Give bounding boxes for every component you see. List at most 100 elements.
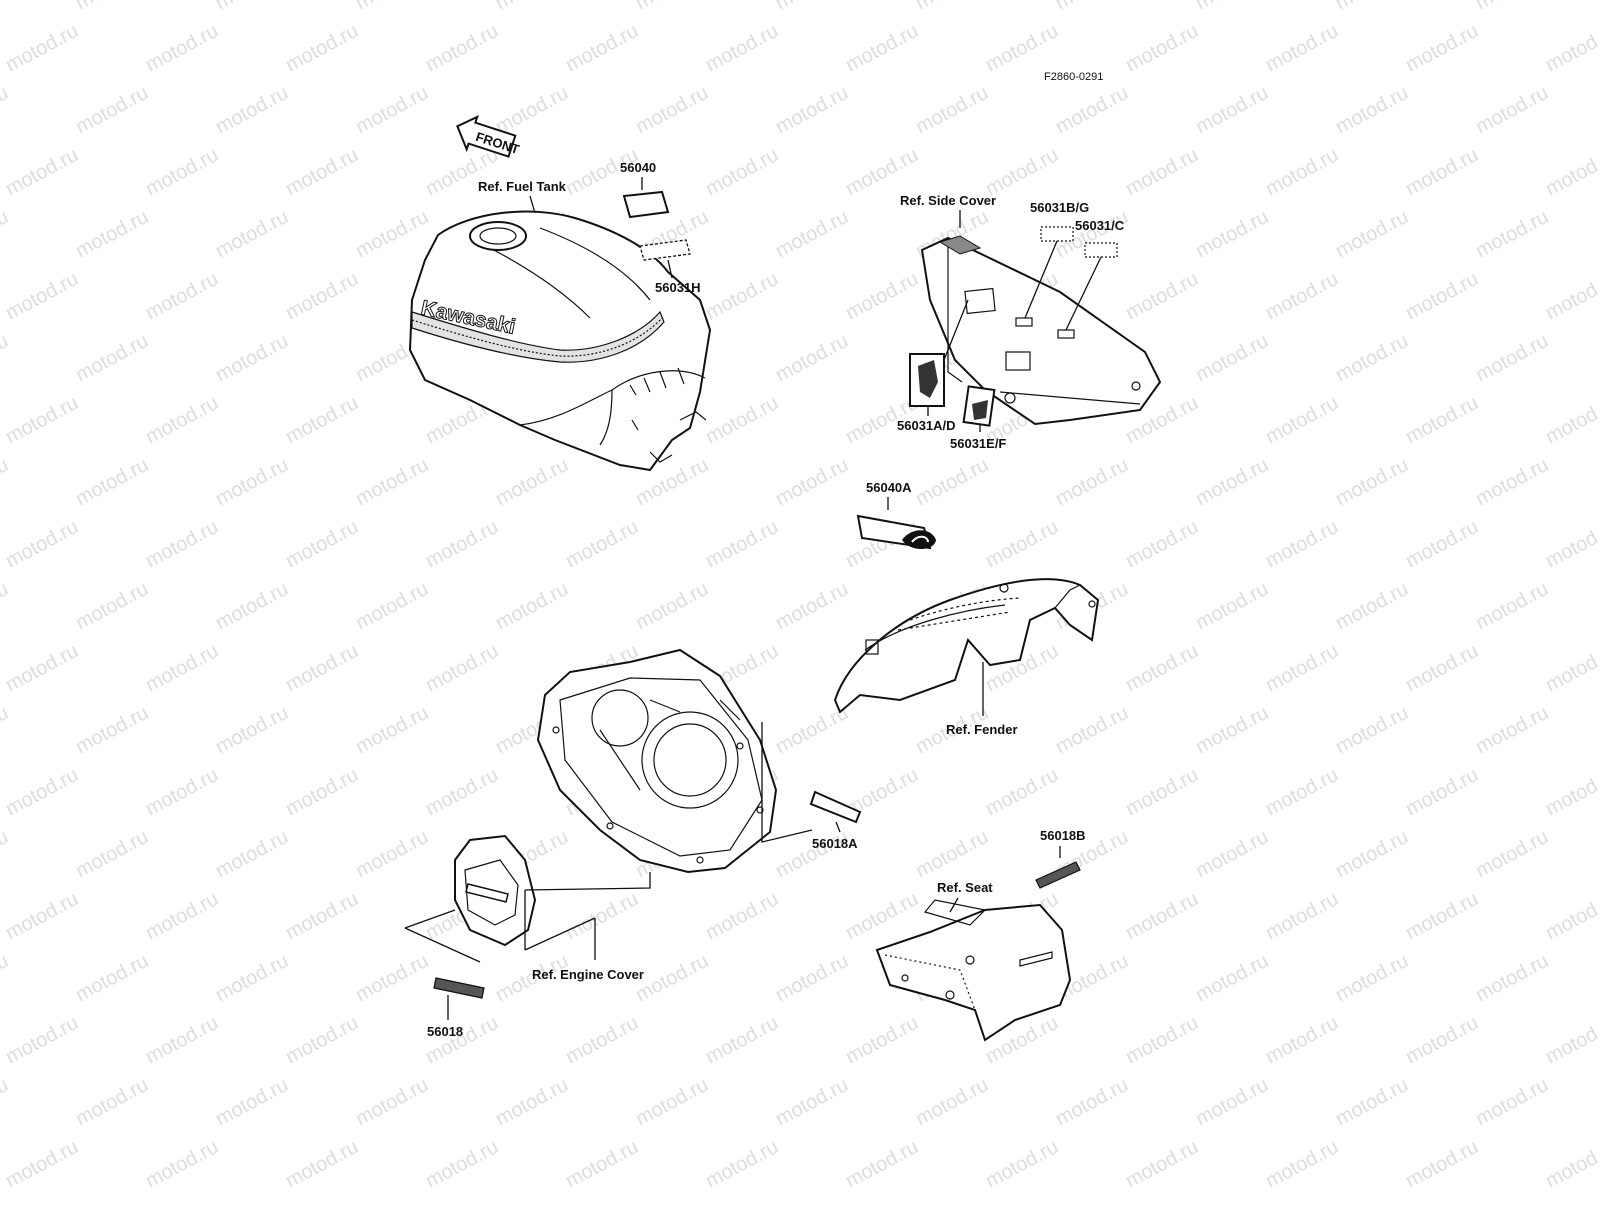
watermark-text: motod.ru (702, 1136, 782, 1192)
watermark-text: motod.ru (1262, 516, 1342, 572)
part-56031c-label: 56031/C (1075, 218, 1125, 233)
watermark-text: motod.ru (212, 826, 292, 882)
watermark-text: motod.ru (142, 888, 222, 944)
watermark-text: motod.ru (282, 144, 362, 200)
leader-line (524, 890, 596, 951)
watermark-text: motod.ru (1542, 764, 1600, 820)
watermark-text: motod.ru (212, 206, 292, 262)
watermark-text: motod.ru (912, 454, 992, 510)
watermark-text: motod.ru (142, 392, 222, 448)
watermark-text: motod.ru (912, 1074, 992, 1130)
watermark-text: motod.ru (72, 454, 152, 510)
ref-fender-label: Ref. Fender (946, 722, 1018, 737)
diagram-code: F2860-0291 (1044, 71, 1103, 83)
watermark-text: motod.ru (1542, 20, 1600, 76)
watermark-text: motod.ru (702, 392, 782, 448)
watermark-text: motod.ru (1192, 454, 1272, 510)
emblem-56018a (809, 790, 862, 824)
watermark-text: motod.ru (72, 578, 152, 634)
watermark-text: motod.ru (702, 268, 782, 324)
watermark-text: motod.ru (1332, 0, 1412, 14)
watermark-text: motod.ru (1542, 640, 1600, 696)
watermark-text: motod.ru (1472, 702, 1552, 758)
watermark-text: motod.ru (1402, 268, 1482, 324)
watermark-text: motod.ru (1122, 516, 1202, 572)
watermark-text: motod.ru (1192, 950, 1272, 1006)
watermark-text: motod.ru (632, 82, 712, 138)
watermark-text: motod.ru (1192, 826, 1272, 882)
watermark-text: motod.ru (1542, 1136, 1600, 1192)
watermark-text: motod.ru (772, 826, 852, 882)
watermark-text: motod.ru (632, 1074, 712, 1130)
watermark-text: motod.ru (1472, 454, 1552, 510)
watermark-text: motod.ru (1472, 578, 1552, 634)
fender-drawing (833, 578, 1100, 714)
leader-line (835, 821, 841, 833)
part-56031h-label: 56031H (655, 280, 701, 295)
seat-tail-drawing (875, 899, 1072, 1042)
watermark-text: motod.ru (772, 82, 852, 138)
watermark-text: motod.ru (772, 1074, 852, 1130)
watermark-text: motod.ru (1332, 578, 1412, 634)
watermark-text: motod.ru (282, 392, 362, 448)
watermark-text: motod.ru (352, 578, 432, 634)
watermark-text: motod.ru (842, 1012, 922, 1068)
watermark-text: motod.ru (1542, 144, 1600, 200)
watermark-text: motod.ru (912, 0, 992, 14)
watermark-text: motod.ru (702, 516, 782, 572)
decal-56031bg (1040, 226, 1074, 242)
watermark-text: motod.ru (1262, 640, 1342, 696)
watermark-text: motod.ru (0, 0, 12, 14)
watermark-text: motod.ru (982, 516, 1062, 572)
watermark-text: motod.ru (1192, 330, 1272, 386)
side-cover-drawing (920, 235, 1162, 426)
watermark-text: motod.ru (632, 950, 712, 1006)
watermark-text: motod.ru (2, 516, 82, 572)
watermark-text: motod.ru (772, 330, 852, 386)
watermark-text: motod.ru (842, 144, 922, 200)
watermark-text: motod.ru (352, 950, 432, 1006)
emblem-56018 (433, 977, 485, 999)
watermark-text: motod.ru (212, 950, 292, 1006)
watermark-text: motod.ru (492, 0, 572, 14)
watermark-text: motod.ru (842, 268, 922, 324)
watermark-text: motod.ru (1332, 206, 1412, 262)
leader-line (761, 722, 813, 843)
watermark-text: motod.ru (1402, 20, 1482, 76)
watermark-text: motod.ru (1122, 144, 1202, 200)
watermark-text: motod.ru (1122, 1012, 1202, 1068)
watermark-text: motod.ru (1332, 454, 1412, 510)
part-56031ad-label: 56031A/D (897, 418, 956, 433)
watermark-text: motod.ru (2, 764, 82, 820)
watermark-text: motod.ru (1542, 516, 1600, 572)
part-56018a-label: 56018A (812, 836, 858, 851)
watermark-text: motod.ru (212, 702, 292, 758)
part-56040-label: 56040 (620, 160, 656, 175)
watermark-text: motod.ru (1332, 826, 1412, 882)
watermark-text: motod.ru (1262, 1012, 1342, 1068)
watermark-text: motod.ru (422, 764, 502, 820)
watermark-text: motod.ru (142, 764, 222, 820)
watermark-text: motod.ru (212, 82, 292, 138)
clutch-cover-drawing (454, 834, 537, 947)
watermark-text: motod.ru (352, 206, 432, 262)
watermark-text: motod.ru (0, 826, 12, 882)
watermark-text: motod.ru (492, 454, 572, 510)
watermark-text: motod.ru (72, 0, 152, 14)
watermark-text: motod.ru (1332, 82, 1412, 138)
watermark-text: motod.ru (1542, 268, 1600, 324)
watermark-text: motod.ru (142, 516, 222, 572)
watermark-text: motod.ru (1402, 1012, 1482, 1068)
watermark-text: motod.ru (1472, 1074, 1552, 1130)
watermark-text: motod.ru (1332, 950, 1412, 1006)
watermark-text: motod.ru (282, 1012, 362, 1068)
watermark-text: motod.ru (842, 20, 922, 76)
watermark-text: motod.ru (492, 82, 572, 138)
watermark-text: motod.ru (352, 826, 432, 882)
watermark-text: motod.ru (282, 888, 362, 944)
watermark-text: motod.ru (352, 0, 432, 14)
watermark-text: motod.ru (1332, 330, 1412, 386)
watermark-text: motod.ru (142, 20, 222, 76)
